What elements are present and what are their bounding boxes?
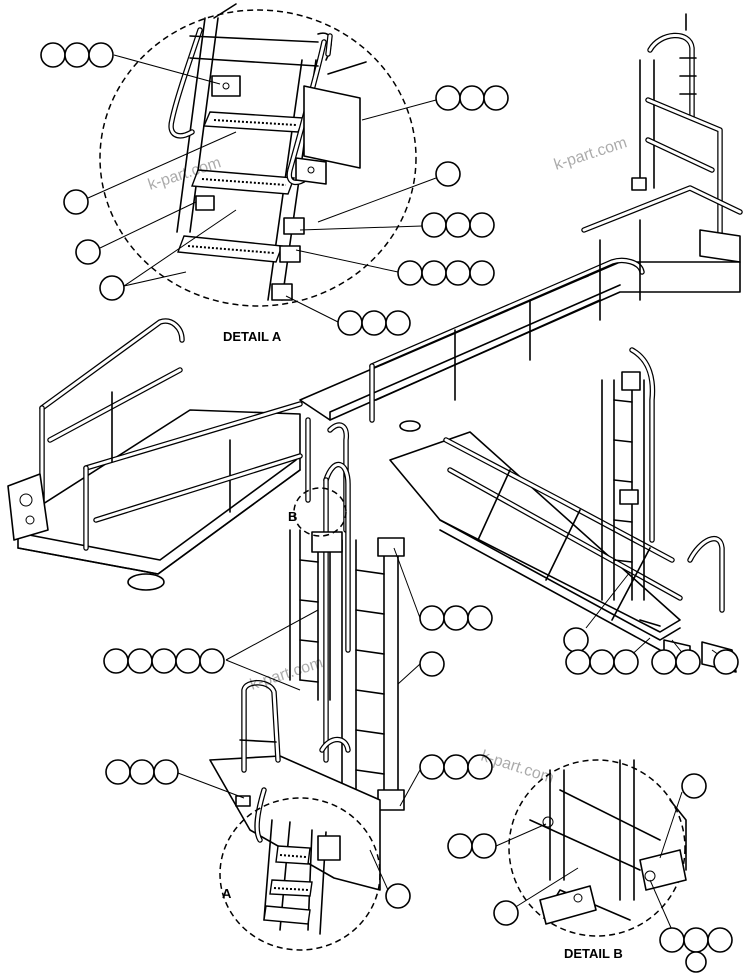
detail-a-caption: DETAIL A (223, 329, 282, 344)
view-b-circle (293, 487, 347, 537)
callouts (40, 42, 739, 973)
detail-b-caption: DETAIL B (564, 946, 623, 961)
view-b-marker: B (288, 509, 297, 524)
upper-walkway (299, 257, 741, 432)
watermark-2: k-part.com (552, 134, 629, 174)
right-walkway (389, 431, 737, 673)
main-platform-assembly: A B (7, 13, 743, 951)
detail-a-circle (99, 9, 417, 307)
watermark-3: k-part.com (248, 654, 325, 694)
detail-b-circle (508, 759, 686, 937)
detail-a-view: DETAIL A (99, 3, 417, 344)
left-platform (7, 318, 303, 591)
view-a-circle (219, 797, 381, 951)
right-middle-ladder (601, 347, 656, 601)
detail-a-stair (168, 3, 367, 301)
detail-b-view: DETAIL B (508, 759, 687, 961)
left-cage-ladder (289, 462, 351, 763)
right-upper-ladder (581, 13, 743, 321)
view-a-marker: A (222, 886, 232, 901)
watermark-4: k-part.com (479, 748, 556, 788)
bottom-stair (209, 680, 381, 935)
